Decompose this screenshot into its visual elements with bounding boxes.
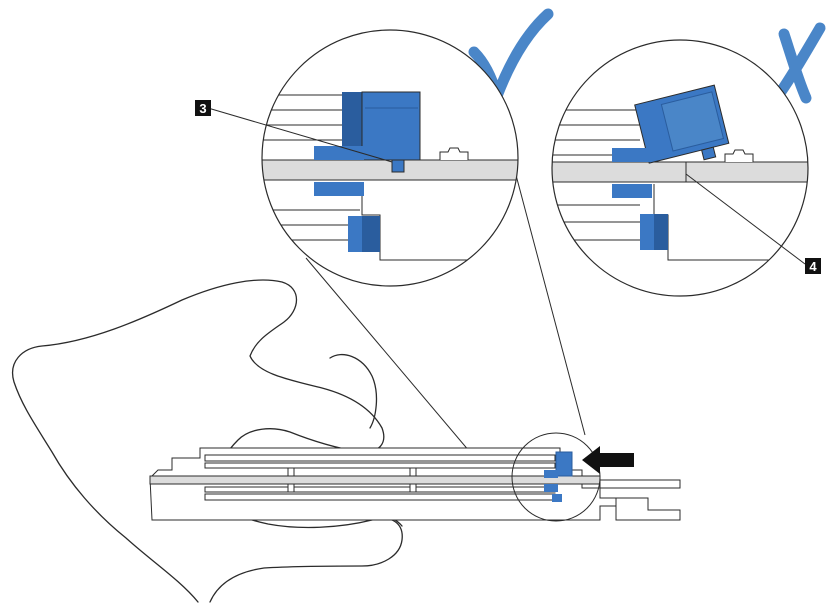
callout-4: 4 bbox=[685, 173, 821, 274]
svg-text:4: 4 bbox=[809, 259, 817, 274]
hand-outline bbox=[12, 279, 403, 603]
svg-text:3: 3 bbox=[199, 101, 206, 116]
callout-3: 3 bbox=[195, 100, 393, 163]
detail-highlight-circle bbox=[511, 432, 601, 522]
cross-mark-icon bbox=[772, 22, 826, 104]
m2-adapter-assembly bbox=[149, 447, 681, 521]
zoom-circle-incorrect bbox=[551, 39, 809, 297]
zoom-circle-correct bbox=[261, 29, 519, 287]
push-arrow-icon bbox=[582, 446, 634, 474]
